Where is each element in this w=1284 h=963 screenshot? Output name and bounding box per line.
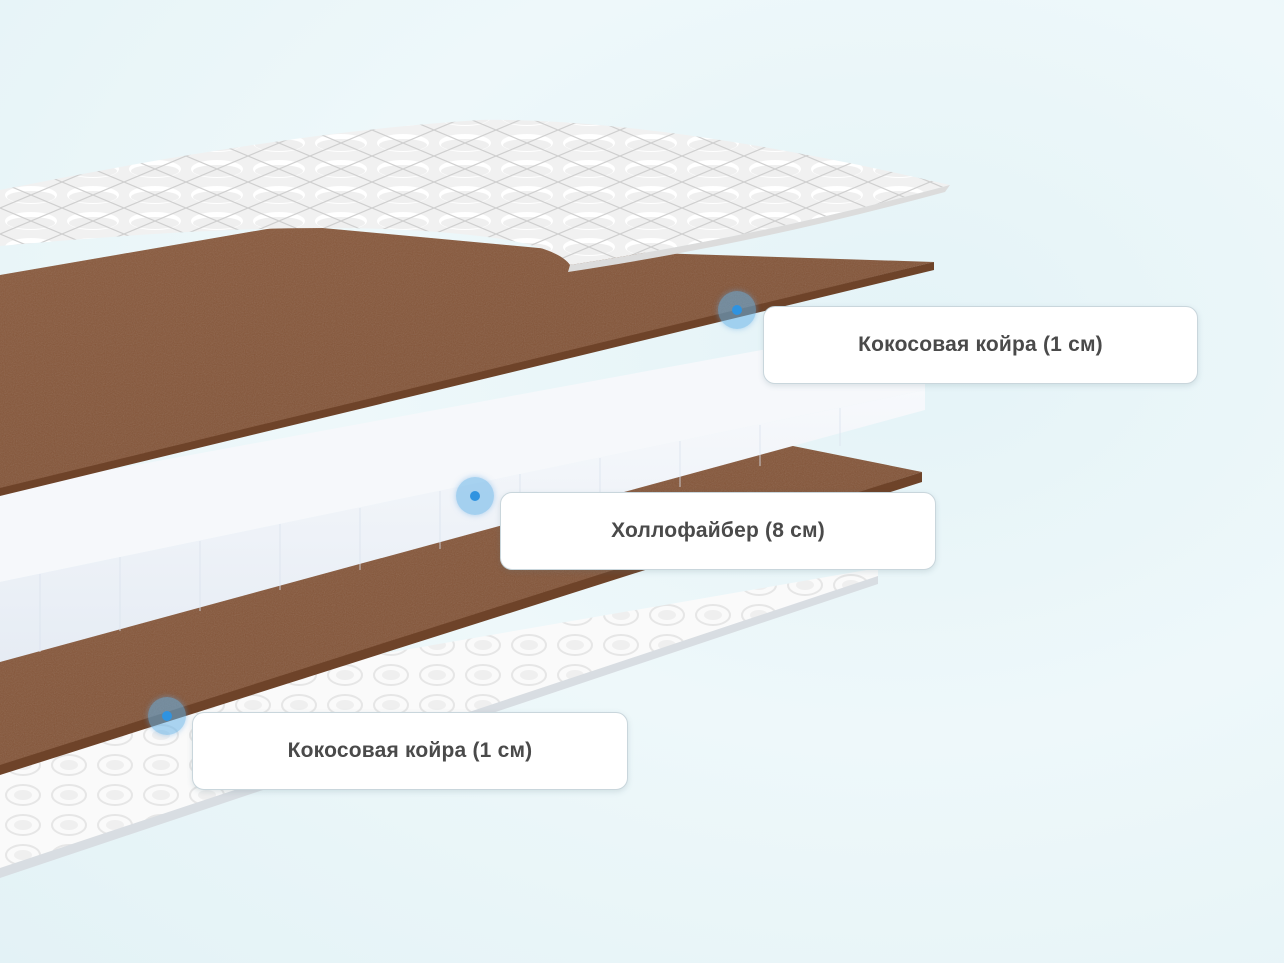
callout-label: Кокосовая койра (1 см) bbox=[858, 333, 1103, 356]
top-coir-layer bbox=[0, 225, 934, 496]
layer-marker-3[interactable] bbox=[148, 697, 186, 735]
callout-bottom-coir: Кокосовая койра (1 см) bbox=[192, 712, 628, 790]
layer-marker-1[interactable] bbox=[718, 291, 756, 329]
callout-label: Кокосовая койра (1 см) bbox=[287, 739, 533, 762]
layer-marker-2[interactable] bbox=[456, 477, 494, 515]
callout-label: Холлофайбер (8 см) bbox=[611, 519, 825, 542]
top-quilted-cover bbox=[0, 119, 950, 272]
callout-top-coir: Кокосовая койра (1 см) bbox=[763, 306, 1198, 384]
callout-hollofiber: Холлофайбер (8 см) bbox=[500, 492, 936, 570]
